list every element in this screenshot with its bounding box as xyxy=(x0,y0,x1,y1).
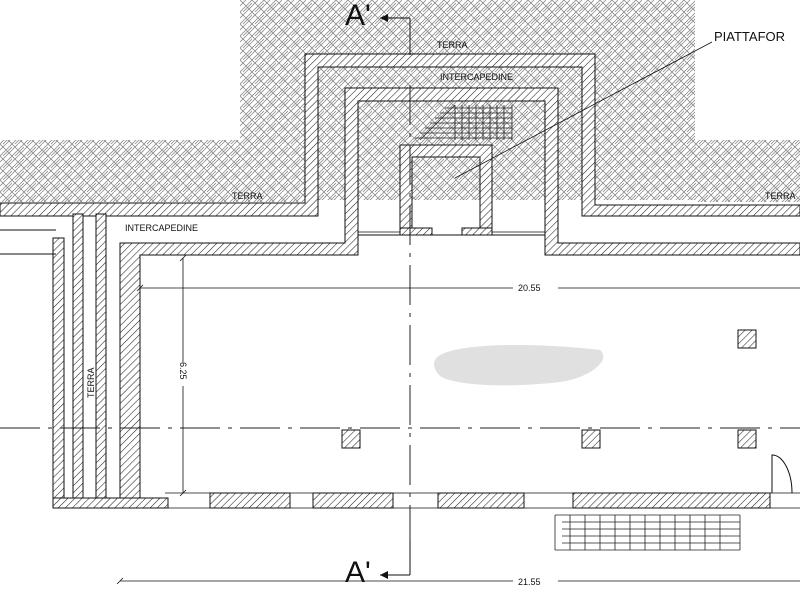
terra-label-left: TERRA xyxy=(232,191,263,201)
section-marker-bottom: A' xyxy=(345,540,411,589)
dimension-overall-width xyxy=(116,577,800,585)
platform-shaft xyxy=(358,144,545,236)
dimension-label-inner-width: 20.55 xyxy=(518,283,541,293)
dimension-inner-width xyxy=(136,284,800,292)
section-marker-top: A' xyxy=(345,0,411,55)
intercapedine-label-left: INTERCAPEDINE xyxy=(125,223,198,233)
terra-label-top: TERRA xyxy=(437,40,468,50)
section-label-top: A' xyxy=(345,0,371,32)
section-label-bottom: A' xyxy=(345,556,371,589)
columns xyxy=(341,329,757,449)
dimension-label-overall-width: 21.55 xyxy=(518,577,541,587)
axis-lines xyxy=(0,85,800,540)
redacted-blur xyxy=(434,345,604,386)
dimension-label-inner-depth: 6.25 xyxy=(178,362,188,380)
column xyxy=(581,429,601,449)
intercapedine-label-top: INTERCAPEDINE xyxy=(440,72,513,82)
left-walls xyxy=(0,213,169,509)
column xyxy=(737,329,757,349)
bottom-wall-segments xyxy=(165,492,800,509)
terra-label-vertical: TERRA xyxy=(86,367,96,398)
terra-label-right: TERRA xyxy=(765,191,796,201)
door-swing xyxy=(771,454,793,494)
outer-retaining-wall xyxy=(0,53,800,217)
column xyxy=(737,429,757,449)
lower-stair xyxy=(554,514,741,551)
platform-callout: PIATTAFOR xyxy=(454,29,785,179)
upper-stair xyxy=(415,104,513,141)
column xyxy=(341,429,361,449)
platform-label: PIATTAFOR xyxy=(714,29,785,44)
